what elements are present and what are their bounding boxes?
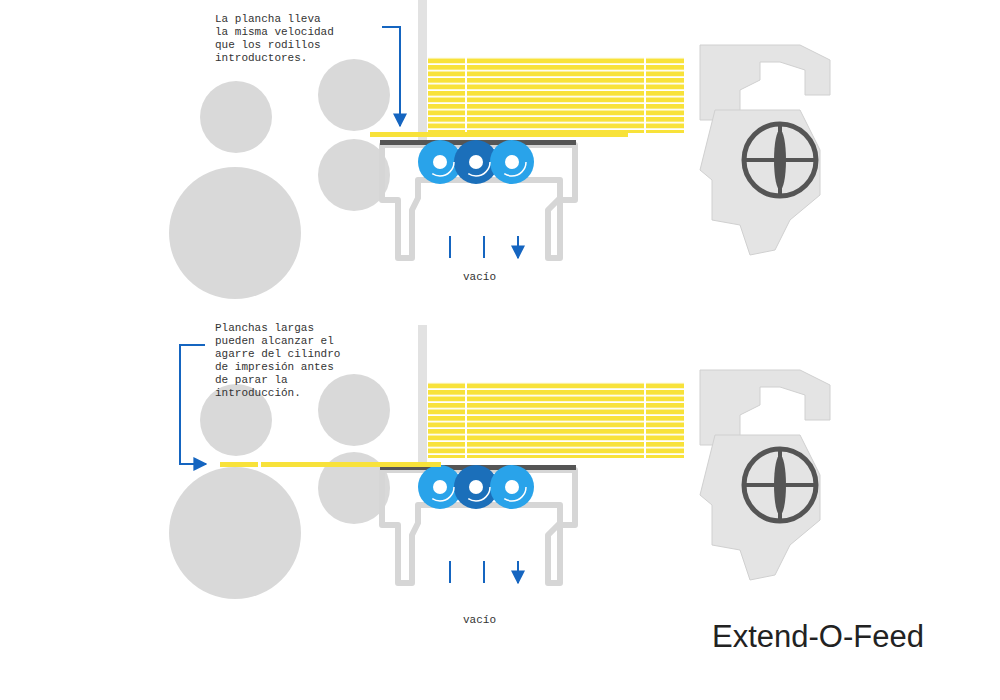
- top-panel: [169, 0, 830, 299]
- vacuum-label: vacío: [463, 614, 496, 627]
- vacuum-label: vacío: [463, 271, 496, 284]
- callout-text: Planchas largas pueden alcanzar el agarr…: [215, 322, 345, 400]
- brand-name: Extend-O-Feed: [712, 619, 924, 655]
- callout-text: La plancha lleva la misma velocidad que …: [215, 13, 337, 65]
